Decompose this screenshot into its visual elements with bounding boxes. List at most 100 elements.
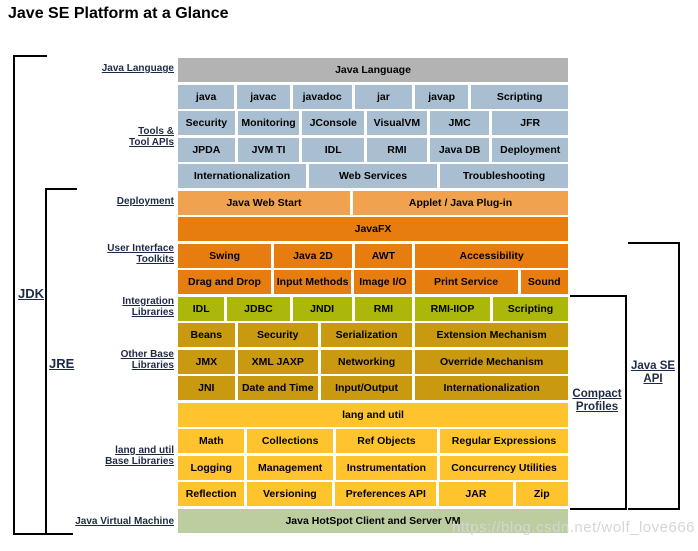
cell-jar[interactable]: jar — [354, 84, 412, 109]
cell-jndi[interactable]: JNDI — [292, 296, 352, 321]
cell-jfr[interactable]: JFR — [492, 111, 569, 135]
cell-management[interactable]: Management — [247, 455, 333, 480]
cell-ref-objects[interactable]: Ref Objects — [335, 429, 438, 453]
cell-preferences-api[interactable]: Preferences API — [335, 482, 437, 506]
cell-javap[interactable]: javap — [414, 84, 469, 109]
section-label-text: Integration Libraries — [122, 296, 174, 318]
cell-xml-jaxp[interactable]: XML JAXP — [237, 349, 318, 374]
cell-logging[interactable]: Logging — [178, 455, 245, 480]
cell-rmi[interactable]: RMI — [354, 296, 412, 321]
cell-visualvm[interactable]: VisualVM — [367, 111, 427, 135]
cell-awt[interactable]: AWT — [354, 243, 413, 268]
cell-jar[interactable]: JAR — [439, 482, 513, 506]
cell-jpda[interactable]: JPDA — [178, 137, 235, 162]
section-label-text: Deployment — [116, 196, 174, 207]
cell-rmi[interactable]: RMI — [367, 137, 427, 162]
cell-security[interactable]: Security — [178, 111, 235, 135]
cell-drag-and-drop[interactable]: Drag and Drop — [178, 270, 272, 294]
compact-profiles-bracket-line — [570, 295, 627, 510]
platform-row-0: Java Language — [178, 58, 568, 82]
cell-troubleshooting[interactable]: Troubleshooting — [440, 164, 568, 188]
cell-applet-java-plug-in[interactable]: Applet / Java Plug-in — [353, 190, 568, 215]
cell-java-web-start[interactable]: Java Web Start — [178, 190, 350, 215]
cell-serialization[interactable]: Serialization — [320, 323, 413, 347]
cell-idl[interactable]: IDL — [302, 137, 365, 162]
cell-beans[interactable]: Beans — [178, 323, 235, 347]
cell-security[interactable]: Security — [237, 323, 318, 347]
cell-monitoring[interactable]: Monitoring — [237, 111, 300, 135]
section-label-java-language[interactable]: Java Language — [0, 63, 174, 74]
cell-internationalization[interactable]: Internationalization — [178, 164, 306, 188]
cell-input-methods[interactable]: Input Methods — [274, 270, 352, 294]
cell-zip[interactable]: Zip — [515, 482, 568, 506]
cell-instrumentation[interactable]: Instrumentation — [335, 455, 438, 480]
section-label-text: Java Virtual Machine — [75, 516, 174, 527]
cell-print-service[interactable]: Print Service — [414, 270, 518, 294]
cell-javadoc[interactable]: javadoc — [292, 84, 352, 109]
cell-scripting[interactable]: Scripting — [492, 296, 568, 321]
cell-networking[interactable]: Networking — [320, 349, 413, 374]
cell-reflection[interactable]: Reflection — [178, 482, 245, 506]
cell-java-language[interactable]: Java Language — [178, 58, 568, 82]
cell-jdbc[interactable]: JDBC — [227, 296, 290, 321]
cell-regular-expressions[interactable]: Regular Expressions — [440, 429, 569, 453]
cell-rmi-iiop[interactable]: RMI-IIOP — [414, 296, 490, 321]
section-label-other-base-libraries[interactable]: Other Base Libraries — [0, 349, 174, 371]
section-label-lang-and-util-base-libraries[interactable]: lang and util Base Libraries — [0, 445, 174, 467]
java-se-api-bracket-bottom-line — [628, 508, 680, 510]
cell-concurrency-utilities[interactable]: Concurrency Utilities — [440, 455, 569, 480]
java-se-api-label[interactable]: Java SE API — [630, 360, 676, 385]
page-title: Jave SE Platform at a Glance — [8, 5, 229, 22]
cell-java-2d[interactable]: Java 2D — [274, 243, 352, 268]
jdk-label[interactable]: JDK — [18, 286, 45, 301]
cell-override-mechanism[interactable]: Override Mechanism — [415, 349, 569, 374]
cell-swing[interactable]: Swing — [178, 243, 272, 268]
section-label-text: Java Language — [101, 63, 174, 74]
cell-idl[interactable]: IDL — [178, 296, 225, 321]
section-label-java-virtual-machine[interactable]: Java Virtual Machine — [0, 516, 174, 527]
jdk-bracket-bottom-line — [13, 533, 73, 535]
cell-web-services[interactable]: Web Services — [309, 164, 437, 188]
cell-sound[interactable]: Sound — [520, 270, 568, 294]
cell-extension-mechanism[interactable]: Extension Mechanism — [415, 323, 569, 347]
cell-jconsole[interactable]: JConsole — [302, 111, 365, 135]
compact-profiles-label[interactable]: Compact Profiles — [572, 388, 622, 413]
section-label-deployment[interactable]: Deployment — [0, 196, 174, 207]
section-label-tools-tool-apis[interactable]: Tools & Tool APIs — [0, 126, 174, 148]
cell-deployment[interactable]: Deployment — [492, 137, 569, 162]
cell-jmx[interactable]: JMX — [178, 349, 235, 374]
section-label-integration-libraries[interactable]: Integration Libraries — [0, 296, 174, 318]
cell-versioning[interactable]: Versioning — [247, 482, 333, 506]
cell-collections[interactable]: Collections — [247, 429, 333, 453]
cell-accessibility[interactable]: Accessibility — [415, 243, 568, 268]
cell-java[interactable]: java — [178, 84, 235, 109]
jre-label[interactable]: JRE — [49, 356, 75, 371]
cell-internationalization[interactable]: Internationalization — [415, 376, 569, 400]
jdk-bracket-line — [13, 55, 47, 535]
cell-lang-and-util[interactable]: lang and util — [178, 402, 568, 427]
cell-javac[interactable]: javac — [237, 84, 290, 109]
cell-input-output[interactable]: Input/Output — [320, 376, 413, 400]
jre-bracket-line — [45, 188, 77, 535]
cell-date-and-time[interactable]: Date and Time — [237, 376, 318, 400]
cell-jmc[interactable]: JMC — [429, 111, 490, 135]
cell-java-hotspot-client-and-server-vm[interactable]: Java HotSpot Client and Server VM — [178, 509, 568, 533]
cell-jni[interactable]: JNI — [178, 376, 235, 400]
cell-scripting[interactable]: Scripting — [471, 84, 568, 109]
section-label-user-interface-toolkits[interactable]: User Interface Toolkits — [0, 243, 174, 265]
cell-math[interactable]: Math — [178, 429, 245, 453]
cell-javafx[interactable]: JavaFX — [178, 217, 568, 241]
cell-java-db[interactable]: Java DB — [429, 137, 490, 162]
cell-image-i-o[interactable]: Image I/O — [354, 270, 412, 294]
cell-jvm-ti[interactable]: JVM TI — [237, 137, 300, 162]
